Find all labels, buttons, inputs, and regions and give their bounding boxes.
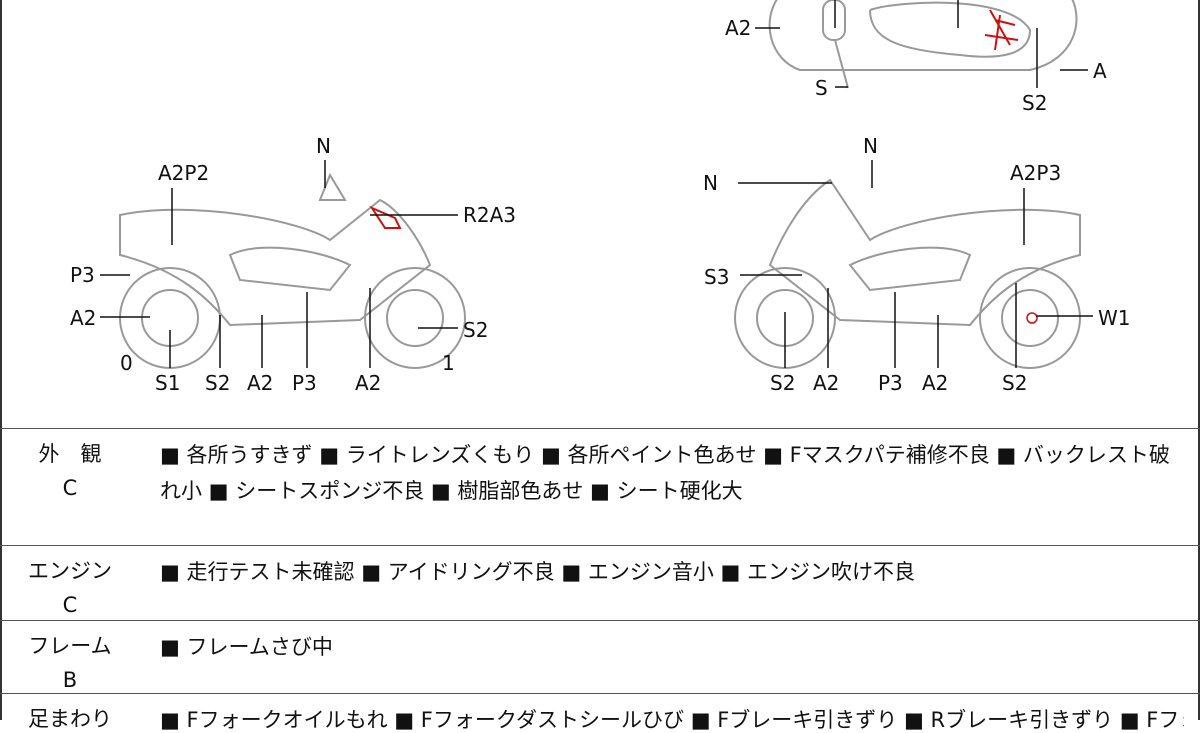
right-view-damage-mark	[1026, 312, 1038, 324]
label-s2: S2	[770, 371, 795, 395]
label-s2: S2	[463, 318, 488, 342]
label-s1: S1	[155, 371, 180, 395]
top-view-damage-mark	[984, 9, 1019, 51]
label-w1: W1	[1098, 306, 1131, 330]
label-zero: 0	[120, 351, 133, 375]
left-view-leaders	[100, 160, 458, 368]
label-p3: P3	[292, 371, 317, 395]
label-a2: A2	[922, 371, 948, 395]
row-text: ■ フレームさび中	[160, 635, 333, 659]
row-label: 足まわり	[28, 707, 112, 731]
label-s2: S2	[205, 371, 230, 395]
motorcycle-damage-diagram: A2 S S2 A N A2P2 R2A3 P3 A2 S2 0 1 S1 S2…	[70, 0, 1131, 395]
label-a2p2: A2P2	[158, 161, 209, 185]
label-n: N	[316, 134, 331, 158]
label-one: 1	[442, 351, 455, 375]
row-text: ■ 走行テスト未確認 ■ アイドリング不良 ■ エンジン音小 ■ エンジン吹け不…	[160, 560, 916, 584]
left-view-labels: N A2P2 R2A3 P3 A2 S2 0 1 S1 S2 A2 P3 A2	[70, 134, 516, 395]
top-view-scooter	[768, 0, 1078, 89]
row-text: ■ 各所うすきず ■ ライトレンズくもり ■ 各所ペイント色あせ ■ Fマスクパ…	[160, 443, 1170, 503]
label-n-left: N	[703, 171, 718, 195]
right-view-leaders	[738, 160, 1093, 368]
label-s: S	[815, 76, 828, 100]
label-a: A	[1093, 59, 1107, 83]
grade: C	[62, 593, 78, 617]
label-p3: P3	[878, 371, 903, 395]
label-n: N	[863, 134, 878, 158]
label-s3: S3	[704, 265, 729, 289]
top-view-leaders	[755, 0, 1088, 88]
label-a2p3: A2P3	[1010, 161, 1061, 185]
grade: C	[62, 476, 78, 500]
right-view-labels: N N A2P3 S3 W1 S2 A2 P3 A2 S2	[703, 134, 1131, 395]
label-a2: A2	[355, 371, 381, 395]
grade: B	[62, 668, 78, 692]
label-a2: A2	[247, 371, 273, 395]
label-s2: S2	[1022, 91, 1047, 115]
top-view-labels: A2 S S2 A	[725, 16, 1107, 115]
right-view-scooter	[734, 178, 1081, 369]
label-a2: A2	[725, 16, 751, 40]
label-p3: P3	[70, 263, 95, 287]
label-r2a3: R2A3	[463, 203, 516, 227]
row-suspension: 足まわり ■ Fフォークオイルもれ ■ Fフォークダストシールひび ■ Fブレー…	[0, 693, 1200, 733]
label-a2: A2	[813, 371, 839, 395]
label-a2: A2	[70, 306, 96, 330]
row-text: ■ Fフォークオイルもれ ■ Fフォークダストシールひび ■ Fブレーキ引きずり…	[160, 708, 1184, 732]
label-s2: S2	[1002, 371, 1027, 395]
